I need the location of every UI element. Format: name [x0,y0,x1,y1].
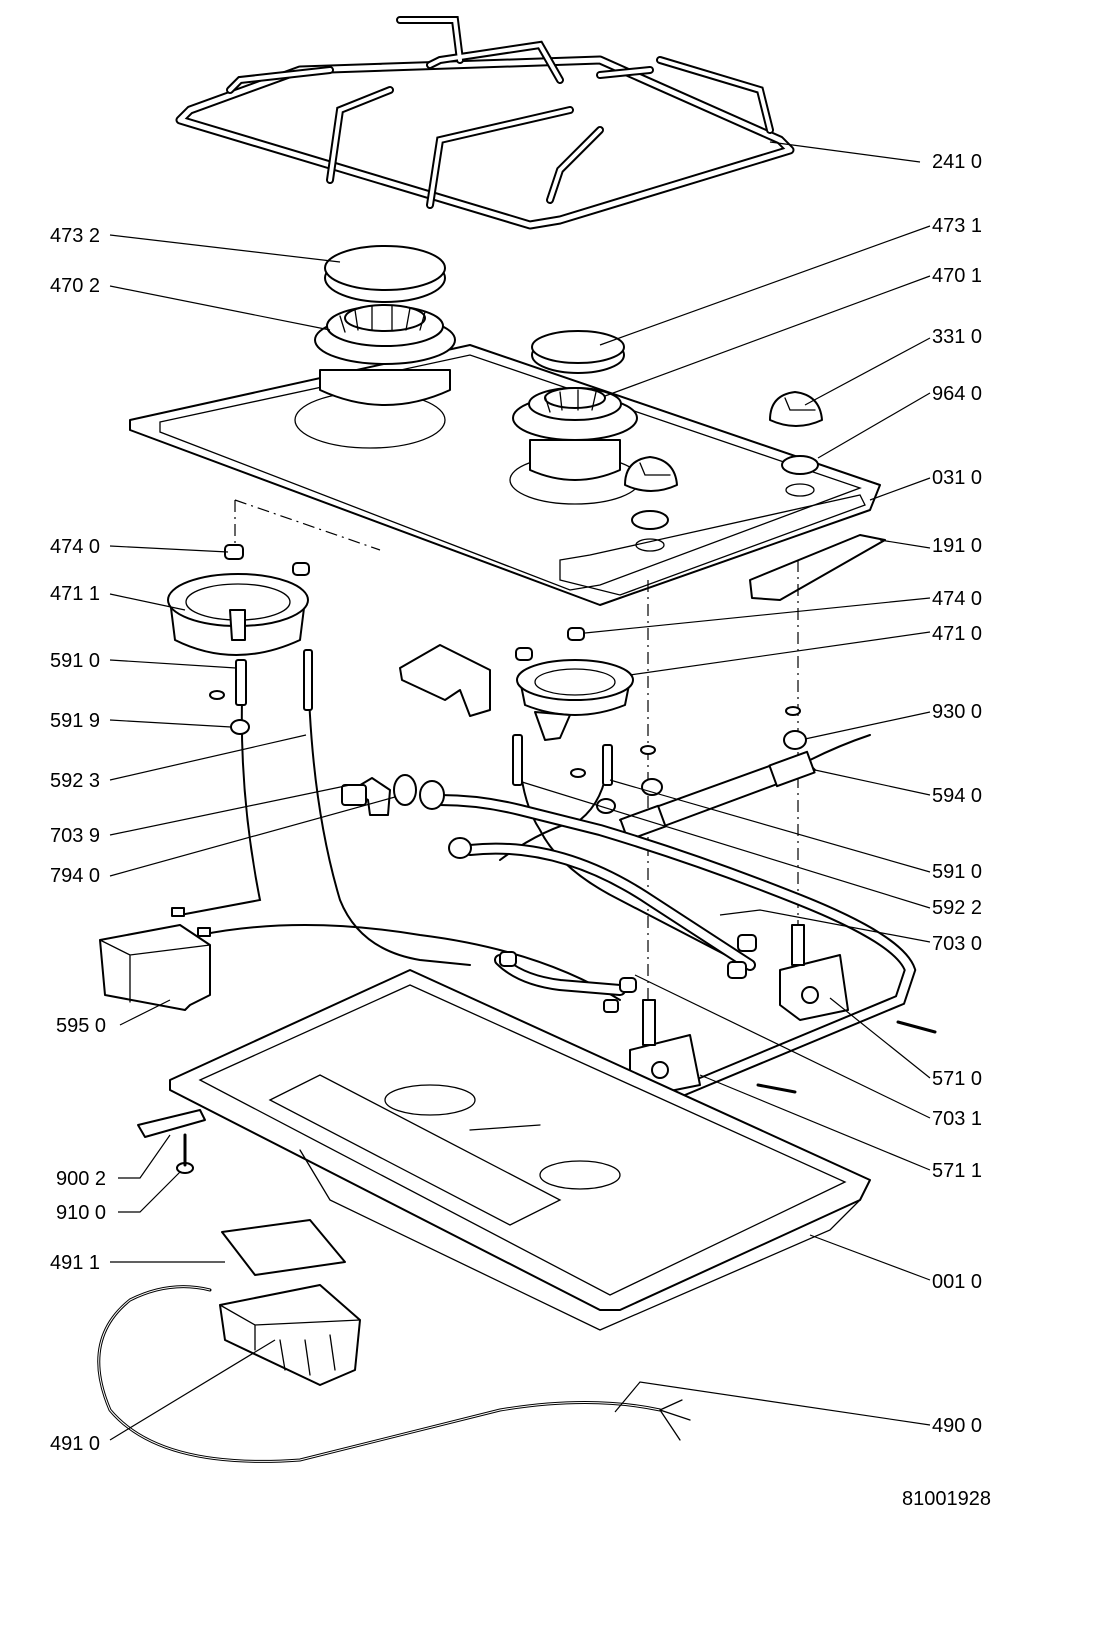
part-label-571-1: 571 1 [932,1160,982,1182]
burner-holder-small [516,659,634,741]
part-label-331-0: 331 0 [932,326,982,348]
part-label-964-0: 964 0 [932,383,982,405]
part-label-591-9: 591 9 [50,710,100,732]
drawing-number: 81001928 [902,1488,991,1510]
part-label-703-1: 703 1 [932,1108,982,1130]
knob-bezel [781,455,819,475]
burner-holder-large [167,573,309,656]
part-label-910-0: 910 0 [56,1202,106,1224]
gas-valve-right [779,924,849,1021]
burner-body-small [512,387,638,481]
part-labels: 241 0 473 2 473 1 470 2 470 1 331 0 964 0 031 0… [50,151,982,1455]
part-label-001-0: 001 0 [932,1271,982,1293]
burner-cap-small [531,330,625,374]
part-label-930-0: 930 0 [932,701,982,723]
part-label-470-1: 470 1 [932,265,982,287]
terminal-block [219,1284,361,1386]
gas-elbow [341,777,391,816]
burner-cap-large [324,245,446,303]
part-label-595-0: 595 0 [56,1015,106,1037]
hob-top-plate [129,344,881,606]
part-label-474-0-r: 474 0 [932,588,982,610]
mounting-screw [176,1133,194,1174]
heat-shield-bracket [399,644,491,717]
part-label-473-2: 473 2 [50,225,100,247]
leader-lines [109,141,931,1441]
part-label-703-0: 703 0 [932,933,982,955]
terminal-cover [221,1219,346,1276]
gas-pipes [419,780,917,1106]
ignition-wires [179,659,871,1001]
control-knob-2 [624,456,678,492]
part-label-591-0-l: 591 0 [50,650,100,672]
hob-seal [749,534,886,601]
control-knob [769,391,823,427]
part-label-471-1: 471 1 [50,583,100,605]
mains-cable [97,1285,691,1463]
part-label-470-2: 470 2 [50,275,100,297]
sealing-washer [393,774,417,806]
part-label-031-0: 031 0 [932,467,982,489]
burner-screw [224,544,585,661]
hob-base-tray [169,969,871,1331]
part-label-491-1: 491 1 [50,1252,100,1274]
part-label-490-0: 490 0 [932,1415,982,1437]
knob-bezel-2 [631,510,669,530]
ignition-unit [99,907,211,1011]
part-label-473-1: 473 1 [932,215,982,237]
part-label-703-9: 703 9 [50,825,100,847]
pan-support-grid [175,16,795,230]
valve-screws [756,1020,937,1094]
part-label-592-2: 592 2 [932,897,982,919]
part-label-474-0-l: 474 0 [50,536,100,558]
part-label-191-0: 191 0 [932,535,982,557]
part-label-591-0-r: 591 0 [932,861,982,883]
part-label-594-0: 594 0 [932,785,982,807]
ignition-electrodes [235,649,613,786]
part-label-471-0: 471 0 [932,623,982,645]
part-label-491-0: 491 0 [50,1433,100,1455]
part-label-571-0: 571 0 [932,1068,982,1090]
burner-body-large [314,304,456,406]
igniter-bar [619,750,816,842]
part-label-592-3: 592 3 [50,770,100,792]
mounting-clip [137,1109,206,1138]
part-label-241-0: 241 0 [932,151,982,173]
part-label-900-2: 900 2 [56,1168,106,1190]
part-label-794-0: 794 0 [50,865,100,887]
